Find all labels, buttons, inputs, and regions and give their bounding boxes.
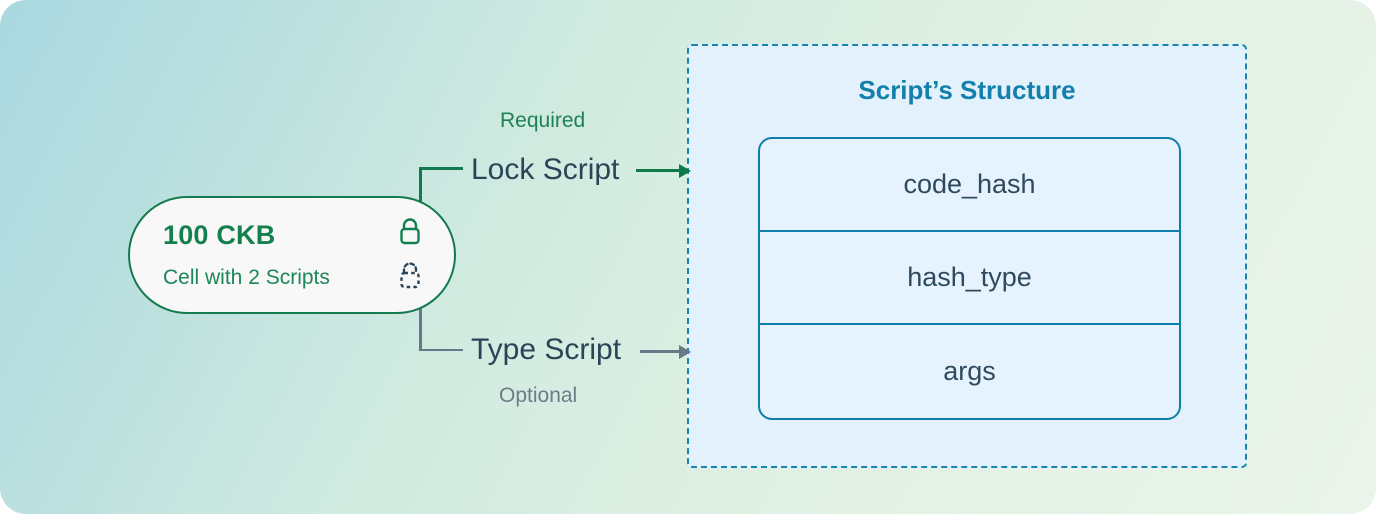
- type-script-connector-vertical: [419, 291, 422, 351]
- lock-script-arrow-head-icon: [679, 163, 691, 178]
- type-script-label: Type Script: [471, 333, 622, 366]
- lock-solid-icon: [395, 216, 425, 253]
- cell-capsule: 100 CKB Cell with 2 Scripts: [128, 196, 456, 314]
- lock-script-connector-vertical: [419, 167, 422, 224]
- cell-subtitle: Cell with 2 Scripts: [163, 266, 330, 289]
- script-fields-table: code_hash hash_type args: [758, 137, 1181, 420]
- lock-script-arrow-shaft: [636, 169, 682, 172]
- script-field-row: hash_type: [760, 232, 1179, 325]
- script-field-row: code_hash: [760, 139, 1179, 232]
- type-script-arrow-head-icon: [679, 344, 691, 359]
- lock-script-label: Lock Script: [471, 153, 620, 186]
- lock-dashed-icon: [395, 260, 425, 297]
- type-script-arrow-shaft: [640, 350, 682, 353]
- script-structure-title: Script’s Structure: [858, 75, 1076, 105]
- type-script-tag: Optional: [499, 384, 578, 407]
- script-structure-panel: Script’s Structure code_hash hash_type a…: [687, 44, 1247, 468]
- type-script-connector-horizontal: [419, 348, 463, 352]
- lock-script-connector-horizontal: [419, 167, 463, 170]
- cell-amount: 100 CKB: [163, 220, 276, 250]
- script-field-row: args: [943, 355, 996, 386]
- lock-script-tag: Required: [500, 109, 586, 132]
